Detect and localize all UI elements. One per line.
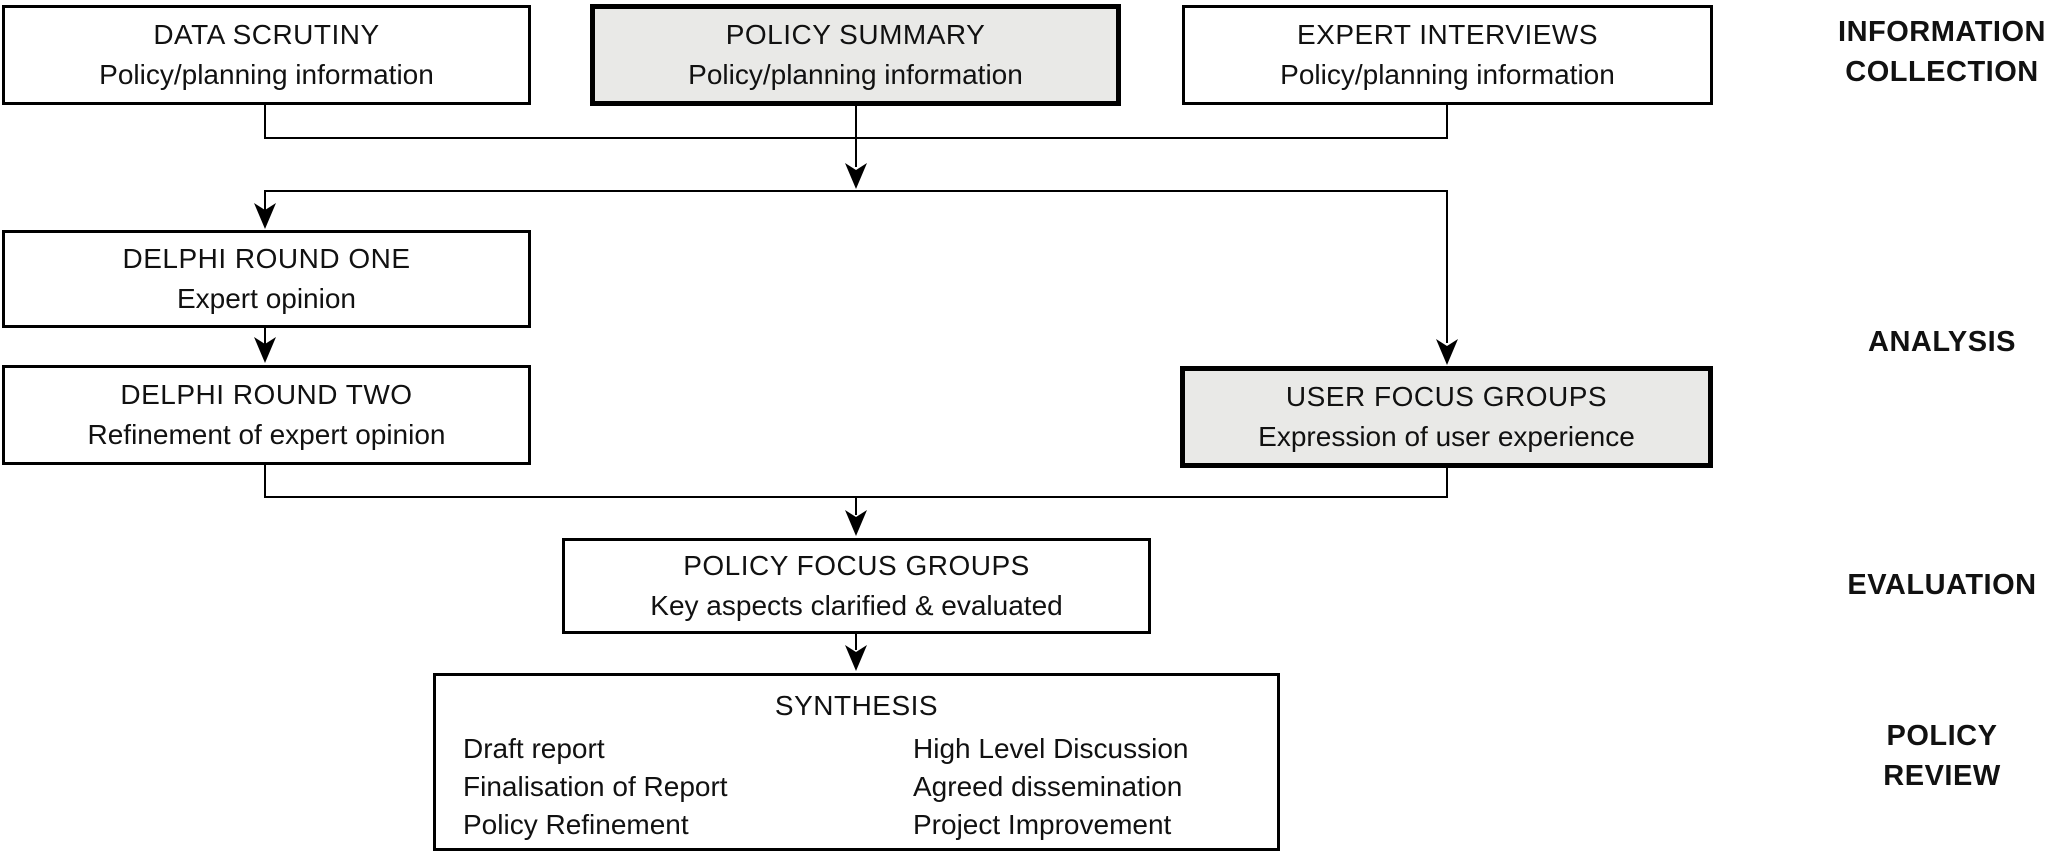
arrow-down-icon <box>845 163 867 189</box>
synthesis-item: Project Improvement <box>913 809 1172 840</box>
stage-label-line: POLICY <box>1886 720 1998 752</box>
synthesis-item: Draft report <box>463 733 605 764</box>
synthesis-item: Finalisation of Report <box>463 771 728 802</box>
box-subtitle: Policy/planning information <box>688 59 1023 90</box>
box-subtitle: Policy/planning information <box>99 59 434 90</box>
synthesis-item: High Level Discussion <box>913 733 1189 764</box>
connector-line <box>264 465 266 498</box>
synthesis-columns: Draft report Finalisation of Report Poli… <box>436 730 1277 844</box>
connector-line <box>264 105 266 139</box>
box-policy-focus-groups: POLICY FOCUS GROUPS Key aspects clarifie… <box>562 538 1151 634</box>
connector-line <box>1446 191 1448 343</box>
box-user-focus-groups: USER FOCUS GROUPS Expression of user exp… <box>1180 366 1713 468</box>
stage-label-line: REVIEW <box>1883 760 2001 792</box>
arrow-down-icon <box>254 203 276 229</box>
arrow-down-icon <box>254 337 276 363</box>
connector-line <box>855 634 857 650</box>
connector-line <box>1446 468 1448 498</box>
box-title: EXPERT INTERVIEWS <box>1296 19 1599 50</box>
stage-label-line: EVALUATION <box>1847 569 2037 601</box>
stage-label-evaluation: EVALUATION <box>1802 565 2067 605</box>
connector-line <box>264 137 1448 139</box>
connector-line <box>855 497 857 515</box>
box-delphi-round-one: DELPHI ROUND ONE Expert opinion <box>2 230 531 328</box>
box-subtitle: Key aspects clarified & evaluated <box>650 590 1063 621</box>
box-title: DELPHI ROUND ONE <box>122 243 411 274</box>
stage-label-line: INFORMATION <box>1838 16 2046 48</box>
box-synthesis: SYNTHESIS Draft report Finalisation of R… <box>433 673 1280 851</box>
box-expert-interviews: EXPERT INTERVIEWS Policy/planning inform… <box>1182 5 1713 105</box>
box-delphi-round-two: DELPHI ROUND TWO Refinement of expert op… <box>2 365 531 465</box>
connector-line <box>264 190 1448 192</box>
connector-line <box>1446 105 1448 139</box>
box-subtitle: Expression of user experience <box>1258 421 1635 452</box>
box-subtitle: Policy/planning information <box>1280 59 1615 90</box>
connector-line <box>264 191 266 211</box>
box-title: POLICY SUMMARY <box>725 19 986 50</box>
box-data-scrutiny: DATA SCRUTINY Policy/planning informatio… <box>2 5 531 105</box>
box-title: DATA SCRUTINY <box>153 19 380 50</box>
synthesis-right-column: High Level Discussion Agreed disseminati… <box>913 730 1253 844</box>
box-title: DELPHI ROUND TWO <box>120 379 413 410</box>
box-policy-summary: POLICY SUMMARY Policy/planning informati… <box>590 4 1121 106</box>
box-subtitle: Refinement of expert opinion <box>87 419 446 450</box>
stage-label-analysis: ANALYSIS <box>1802 322 2067 362</box>
stage-label-information-collection: INFORMATION COLLECTION <box>1802 12 2067 92</box>
connector-line <box>264 328 266 344</box>
synthesis-item: Agreed dissemination <box>913 771 1183 802</box>
stage-label-line: COLLECTION <box>1845 56 2039 88</box>
box-title: SYNTHESIS <box>774 690 939 721</box>
box-title: USER FOCUS GROUPS <box>1285 381 1608 412</box>
arrow-down-icon <box>1436 339 1458 365</box>
box-title: POLICY FOCUS GROUPS <box>683 550 1030 581</box>
synthesis-left-column: Draft report Finalisation of Report Poli… <box>463 730 913 844</box>
stage-label-policy-review: POLICY REVIEW <box>1802 716 2067 796</box>
connector-line <box>264 496 1448 498</box>
synthesis-item: Policy Refinement <box>463 809 689 840</box>
stage-label-line: ANALYSIS <box>1868 326 2016 358</box>
arrow-down-icon <box>845 645 867 671</box>
arrow-down-icon <box>845 510 867 536</box>
box-subtitle: Expert opinion <box>176 283 356 314</box>
connector-line <box>855 105 857 167</box>
